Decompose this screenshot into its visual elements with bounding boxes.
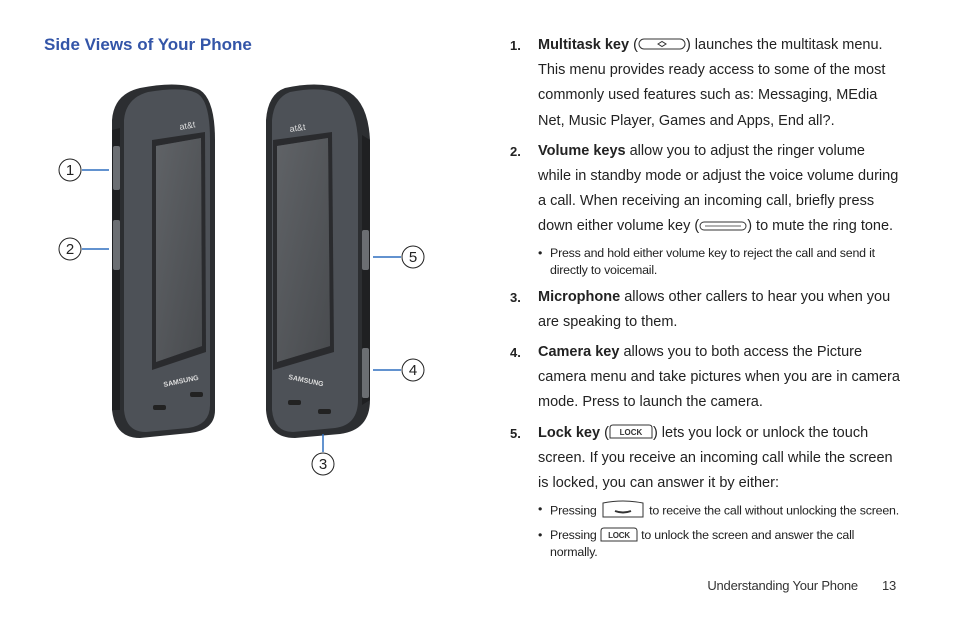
item-number: 3. [510, 289, 521, 305]
item-number: 5. [510, 425, 521, 441]
phone-left-side-view: at&t SAMSUNG [112, 84, 215, 438]
multitask-key-icon [638, 38, 686, 50]
lock-key-icon: LOCK [609, 424, 653, 439]
list-item-multitask-key: 1. Multitask key () launches the multita… [510, 33, 902, 134]
item-term: Microphone [538, 288, 621, 305]
list-item-camera-key: 4. Camera key allows you to both access … [510, 340, 902, 416]
item-text: allows you to both access the Picture ca… [538, 344, 900, 411]
footer-section-title: Understanding Your Phone [707, 578, 858, 593]
callout-3: 3 [311, 434, 335, 476]
item-number: 4. [510, 345, 521, 361]
right-phone-brand: at&t [289, 122, 307, 134]
item-number: 1. [510, 38, 521, 53]
section-heading: Side Views of Your Phone [44, 35, 252, 54]
callout-1: 1 [58, 158, 109, 182]
item-text: ( [629, 37, 638, 53]
item-term: Multitask key [538, 37, 630, 53]
page-footer: Understanding Your Phone 13 [707, 578, 896, 593]
lock-key-bullet-unlock: • Pressing LOCK to unlock the screen and … [538, 527, 902, 561]
callout-number-3: 3 [319, 456, 327, 473]
bullet-text: Pressing [550, 503, 600, 518]
phone-right-side-view: at&t SAMSUNG [266, 84, 370, 438]
send-key-icon [602, 500, 644, 518]
bullet-dot-icon: • [538, 245, 543, 260]
bullet-dot-icon: • [538, 528, 543, 543]
volume-key-icon [699, 221, 747, 231]
bullet-text: to receive the call without unlocking th… [645, 503, 899, 518]
callout-2: 2 [58, 237, 109, 261]
bullet-text: Pressing [550, 528, 600, 543]
bullet-dot-icon: • [538, 502, 543, 517]
callout-number-1: 1 [66, 162, 74, 179]
bullet-text: Press and hold either volume key to reje… [550, 245, 875, 277]
list-item-volume-keys: 2. Volume keys allow you to adjust the r… [510, 139, 902, 240]
volume-keys-bullet: • Press and hold either volume key to rej… [538, 245, 902, 279]
item-term: Camera key [538, 344, 620, 361]
page-number: 13 [881, 578, 896, 593]
lock-key-icon: LOCK [600, 527, 638, 542]
item-text: allow you to adjust the ringer volume wh… [538, 142, 899, 235]
callout-number-5: 5 [409, 249, 417, 266]
callout-number-2: 2 [66, 241, 74, 258]
callout-number-4: 4 [409, 362, 417, 379]
item-text: ) to mute the ring tone. [747, 218, 894, 235]
lock-key-label: LOCK [620, 428, 643, 437]
key-descriptions: 1. Multitask key () launches the multita… [510, 33, 902, 567]
item-text: ) launches the multitask menu. This menu… [538, 37, 886, 129]
lock-key-bullet-send: • Pressing to receive the call without un… [538, 500, 902, 521]
bullet-text: to unlock the screen and answer the call… [550, 528, 855, 560]
item-number: 2. [510, 143, 521, 159]
list-item-lock-key: 5. Lock key ( LOCK) lets you lock or unlo… [510, 421, 902, 497]
item-text: ) lets you lock or unlock the touch scre… [538, 424, 893, 492]
lock-key-label: LOCK [608, 531, 630, 540]
item-term: Volume keys [538, 142, 626, 159]
list-item-microphone: 3. Microphone allows other callers to he… [510, 285, 902, 335]
callout-5: 5 [373, 245, 425, 269]
callout-4: 4 [373, 358, 425, 382]
item-term: Lock key [538, 424, 601, 441]
item-text: ( [600, 424, 609, 441]
left-phone-brand: at&t [179, 119, 197, 132]
phone-side-views-figure: at&t SAMSUNG at&t SAMSUNG 1 [58, 84, 425, 476]
item-text: allows other callers to hear you when yo… [538, 288, 891, 330]
